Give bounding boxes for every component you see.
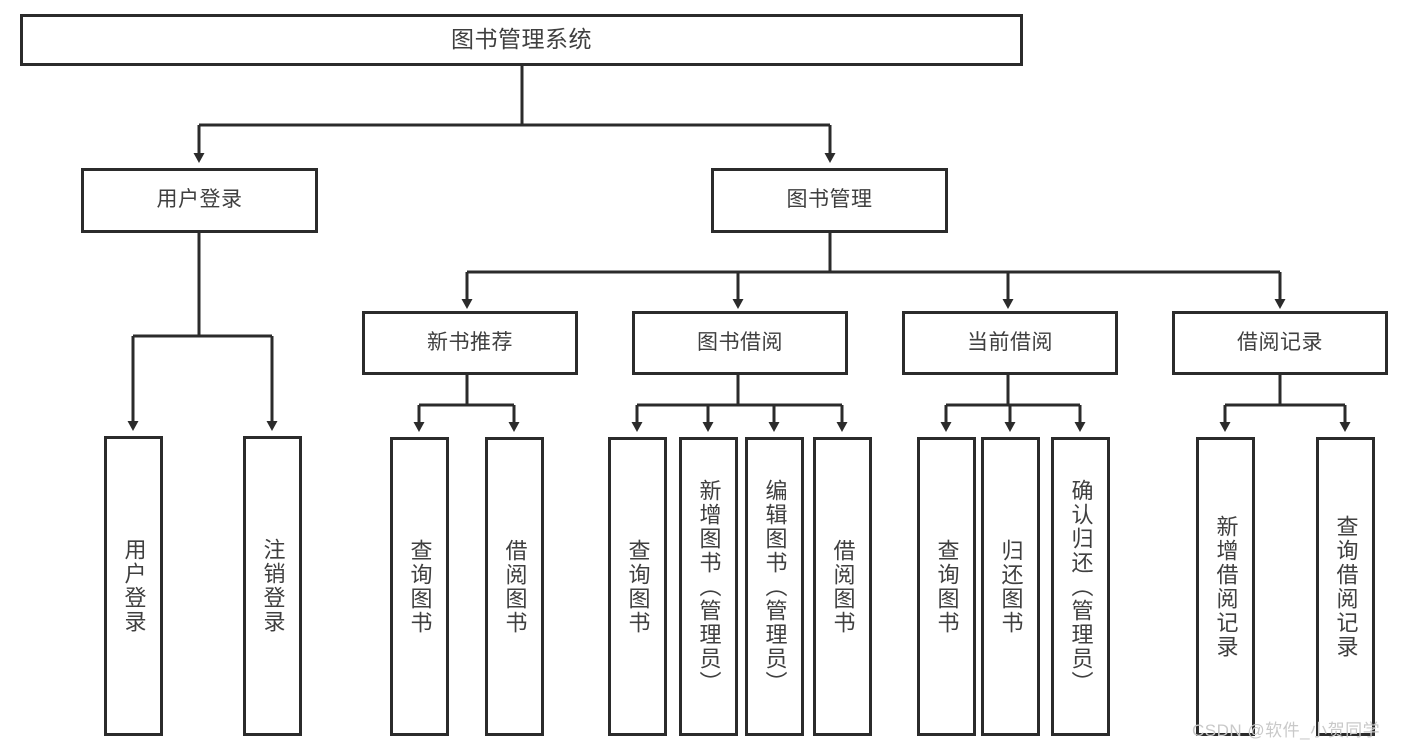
node-book-borrow[interactable]: 图书借阅 <box>632 311 848 375</box>
node-leaf-borrow-book-2[interactable]: 借阅图书 <box>813 437 872 736</box>
node-book-manage-label: 图书管理 <box>786 188 873 212</box>
node-leaf-return-book-label: 归还图书 <box>998 538 1024 635</box>
node-leaf-return-book[interactable]: 归还图书 <box>981 437 1040 736</box>
node-leaf-query-book-2[interactable]: 查询图书 <box>608 437 667 736</box>
node-borrow-record[interactable]: 借阅记录 <box>1172 311 1388 375</box>
node-leaf-logout-label: 注销登录 <box>260 538 286 634</box>
node-current-borrow-label: 当前借阅 <box>967 330 1053 354</box>
node-leaf-query-record-label: 查询借阅记录 <box>1333 514 1359 659</box>
node-leaf-confirm-return-label: 确认归还（管理员） <box>1068 478 1094 695</box>
node-leaf-borrow-book-1-label: 借阅图书 <box>502 538 528 635</box>
node-current-borrow[interactable]: 当前借阅 <box>902 311 1118 375</box>
node-borrow-record-label: 借阅记录 <box>1237 330 1323 354</box>
node-new-book-rec-label: 新书推荐 <box>427 330 513 354</box>
node-leaf-logout[interactable]: 注销登录 <box>243 436 302 736</box>
watermark: CSDN @软件_小贺同学 <box>1192 721 1381 740</box>
node-leaf-edit-book[interactable]: 编辑图书（管理员） <box>745 437 804 736</box>
node-leaf-query-book-1[interactable]: 查询图书 <box>390 437 449 736</box>
node-leaf-add-record[interactable]: 新增借阅记录 <box>1196 437 1255 736</box>
node-leaf-edit-book-label: 编辑图书（管理员） <box>762 478 788 695</box>
node-leaf-query-book-2-label: 查询图书 <box>625 538 651 635</box>
node-root-label: 图书管理系统 <box>451 26 592 53</box>
node-user-login-label: 用户登录 <box>156 188 243 212</box>
node-leaf-user-login[interactable]: 用户登录 <box>104 436 163 736</box>
node-leaf-query-book-1-label: 查询图书 <box>407 538 433 635</box>
node-book-borrow-label: 图书借阅 <box>697 330 783 354</box>
node-leaf-add-record-label: 新增借阅记录 <box>1213 514 1239 659</box>
node-user-login[interactable]: 用户登录 <box>81 168 318 233</box>
node-leaf-user-login-label: 用户登录 <box>121 538 147 634</box>
node-leaf-add-book[interactable]: 新增图书（管理员） <box>679 437 738 736</box>
node-root[interactable]: 图书管理系统 <box>20 14 1023 66</box>
node-leaf-borrow-book-2-label: 借阅图书 <box>830 538 856 635</box>
node-leaf-borrow-book-1[interactable]: 借阅图书 <box>485 437 544 736</box>
node-leaf-add-book-label: 新增图书（管理员） <box>696 478 722 695</box>
node-leaf-query-book-3[interactable]: 查询图书 <box>917 437 976 736</box>
node-leaf-query-record[interactable]: 查询借阅记录 <box>1316 437 1375 736</box>
node-leaf-confirm-return[interactable]: 确认归还（管理员） <box>1051 437 1110 736</box>
node-leaf-query-book-3-label: 查询图书 <box>934 538 960 635</box>
node-new-book-rec[interactable]: 新书推荐 <box>362 311 578 375</box>
node-book-manage[interactable]: 图书管理 <box>711 168 948 233</box>
